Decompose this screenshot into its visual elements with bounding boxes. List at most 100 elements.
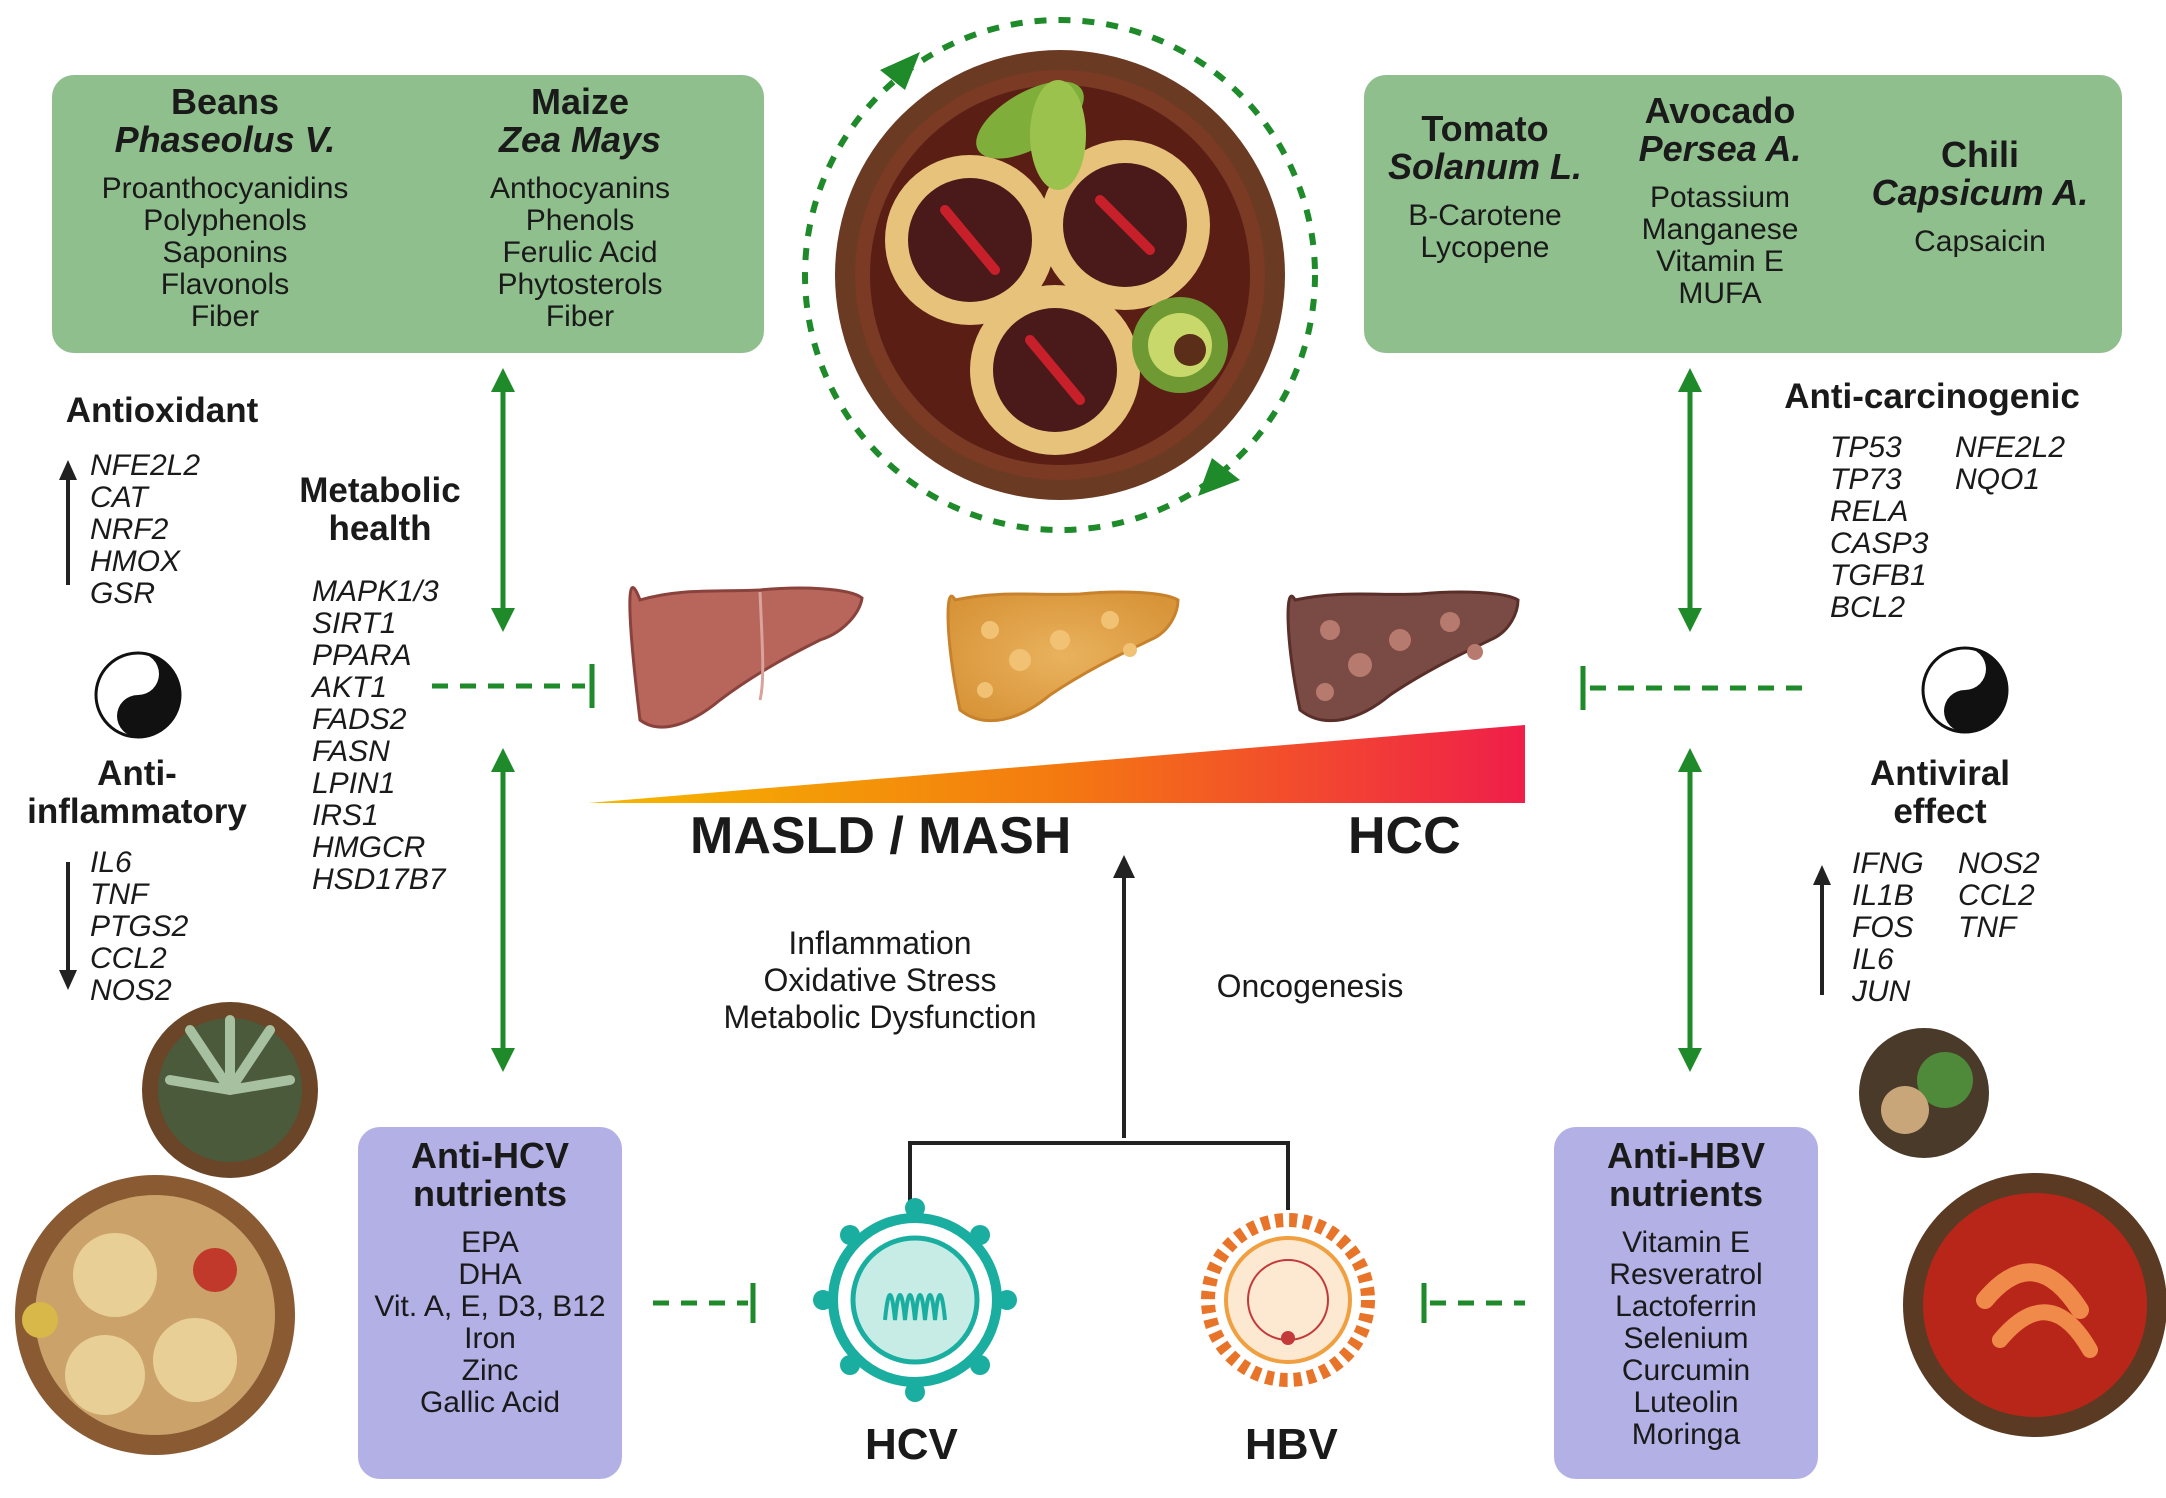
- inhibition-lines: [432, 664, 1802, 1323]
- anti-hcv-nutrient: Vit. A, E, D3, B12: [374, 1290, 606, 1323]
- anti-hbv-content: Anti-HBV nutrients Vitamin E Resveratrol…: [1554, 1137, 1818, 1451]
- gene: NFE2L2: [90, 449, 201, 482]
- oncogenesis-label: Oncogenesis: [1216, 968, 1404, 1004]
- anti-hbv-title-line1: Anti-HBV: [1607, 1135, 1765, 1176]
- regulation-arrows: [59, 460, 1831, 995]
- gene: FASN: [312, 735, 390, 768]
- gene: JUN: [1852, 975, 1911, 1008]
- gene: CASP3: [1830, 527, 1929, 560]
- tacos-plate-image: [15, 1175, 295, 1455]
- mechanism-list: Inflammation Oxidative Stress Metabolic …: [690, 925, 1070, 1036]
- maize-nutrient: Phytosterols: [497, 268, 663, 301]
- avocado-name: Avocado: [1644, 90, 1796, 131]
- anti-hbv-nutrient: Curcumin: [1621, 1354, 1751, 1387]
- metabolic-health-title-line1: Metabolic: [299, 471, 461, 510]
- anti-inflammatory-gene-list: IL6 TNF PTGS2 CCL2 NOS2: [90, 847, 188, 1007]
- tomato-name: Tomato: [1421, 108, 1549, 149]
- mechanism-item: Oxidative Stress: [763, 962, 997, 998]
- chili-name: Chili: [1941, 134, 2019, 175]
- anti-carcinogenic-title: Anti-carcinogenic: [1784, 377, 2080, 416]
- anti-hcv-nutrient: Iron: [464, 1322, 516, 1355]
- top-left-nutrient-box: [52, 75, 764, 353]
- anti-hbv-nutrient: Selenium: [1623, 1322, 1749, 1355]
- gene: IRS1: [312, 799, 379, 832]
- anti-hcv-content: Anti-HCV nutrients EPA DHA Vit. A, E, D3…: [358, 1137, 622, 1419]
- anti-inflammatory-title-line2: inflammatory: [27, 792, 247, 831]
- gene: TP73: [1830, 463, 1902, 496]
- gene: PPARA: [312, 639, 412, 672]
- fatty-liver-icon: [946, 590, 1180, 723]
- chili-latin: Capsicum A.: [1871, 172, 2089, 213]
- anti-carcinogenic-gene-list-1: TP53 TP73 RELA CASP3 TGFB1 BCL2: [1830, 432, 1928, 624]
- tomato-column: Tomato Solanum L. B-Carotene Lycopene: [1370, 110, 1600, 264]
- antioxidant-gene-list: NFE2L2 CAT NRF2 HMOX GSR: [90, 450, 200, 610]
- anti-hcv-nutrient: Gallic Acid: [419, 1386, 561, 1419]
- tomato-nutrient: Lycopene: [1420, 231, 1550, 264]
- gene: TP53: [1830, 431, 1902, 464]
- avocado-nutrient: Manganese: [1641, 213, 1799, 246]
- anti-inflammatory-title-line1: Anti-: [97, 754, 177, 793]
- beans-latin: Phaseolus V.: [114, 119, 336, 160]
- gene: GSR: [90, 577, 156, 610]
- disease-progression-wedge: [588, 725, 1525, 803]
- maize-nutrient: Ferulic Acid: [502, 236, 658, 269]
- gene: IL6: [1852, 943, 1894, 976]
- antiviral-gene-list-1: IFNG IL1B FOS IL6 JUN: [1852, 848, 1924, 1008]
- beans-nutrient: Saponins: [162, 236, 288, 269]
- gene: LPIN1: [312, 767, 396, 800]
- hbv-label: HBV: [1245, 1420, 1338, 1469]
- tomato-latin: Solanum L.: [1387, 146, 1582, 187]
- virus-tree-lines: [908, 872, 1290, 1210]
- gene: CCL2: [90, 942, 167, 975]
- hcc-liver-icon: [1286, 590, 1520, 723]
- gene: TNF: [90, 878, 149, 911]
- shrimp-soup-image: [1903, 1173, 2166, 1437]
- gene: TGFB1: [1830, 559, 1927, 592]
- healthy-liver-icon: [628, 586, 864, 729]
- gene: IL6: [90, 846, 132, 879]
- maize-nutrient: Phenols: [525, 204, 635, 237]
- maize-name: Maize: [530, 81, 630, 122]
- gene: CCL2: [1958, 879, 2035, 912]
- avocado-nutrient: Vitamin E: [1656, 245, 1784, 278]
- antiviral-title: Antiviral effect: [1830, 755, 2050, 831]
- gene: FOS: [1852, 911, 1914, 944]
- gene: PTGS2: [90, 910, 189, 943]
- hcv-virus-icon: [813, 1198, 1017, 1402]
- anti-carcinogenic-gene-list-2: NFE2L2 NQO1: [1955, 432, 2065, 496]
- gene: HMOX: [90, 545, 180, 578]
- beans-nutrient: Proanthocyanidins: [101, 172, 349, 205]
- masld-mash-label: MASLD / MASH: [690, 807, 1072, 865]
- maize-nutrient: Anthocyanins: [489, 172, 671, 205]
- antiviral-gene-list-2: NOS2 CCL2 TNF: [1958, 848, 2040, 944]
- gene: NFE2L2: [1955, 431, 2066, 464]
- gene: FADS2: [312, 703, 407, 736]
- hbv-virus-icon: [1201, 1213, 1375, 1387]
- hcc-label: HCC: [1348, 807, 1461, 865]
- chili-nutrient: Capsaicin: [1914, 225, 2046, 258]
- metabolic-health-gene-list: MAPK1/3 SIRT1 PPARA AKT1 FADS2 FASN LPIN…: [312, 576, 445, 896]
- top-right-nutrient-box: [1364, 75, 2122, 353]
- matcha-tray-image: [1859, 1028, 1989, 1158]
- yin-yang-icon-left: [94, 651, 182, 739]
- chili-column: Chili Capsicum A. Capsaicin: [1850, 136, 2110, 258]
- gene: BCL2: [1830, 591, 1906, 624]
- mechanism-item: Metabolic Dysfunction: [723, 999, 1037, 1035]
- anti-hbv-title-line2: nutrients: [1608, 1173, 1763, 1214]
- gene: IL1B: [1852, 879, 1914, 912]
- anti-hbv-nutrient: Resveratrol: [1609, 1258, 1763, 1291]
- gene: NRF2: [90, 513, 169, 546]
- gene: AKT1: [312, 671, 388, 704]
- anti-hcv-box: [358, 1127, 622, 1479]
- metabolic-health-title: Metabolic health: [280, 472, 480, 548]
- beans-nutrient: Polyphenols: [143, 204, 307, 237]
- gene: NQO1: [1955, 463, 2041, 496]
- gene: TNF: [1958, 911, 2017, 944]
- gene: IFNG: [1852, 847, 1924, 880]
- anti-hbv-nutrient: Luteolin: [1633, 1386, 1739, 1419]
- agave-bowl-image: [142, 1002, 318, 1178]
- anti-hcv-title-line1: Anti-HCV: [411, 1135, 569, 1176]
- anti-hbv-nutrient: Moringa: [1631, 1418, 1741, 1451]
- avocado-nutrient: MUFA: [1678, 277, 1762, 310]
- anti-inflammatory-title: Anti- inflammatory: [12, 755, 262, 831]
